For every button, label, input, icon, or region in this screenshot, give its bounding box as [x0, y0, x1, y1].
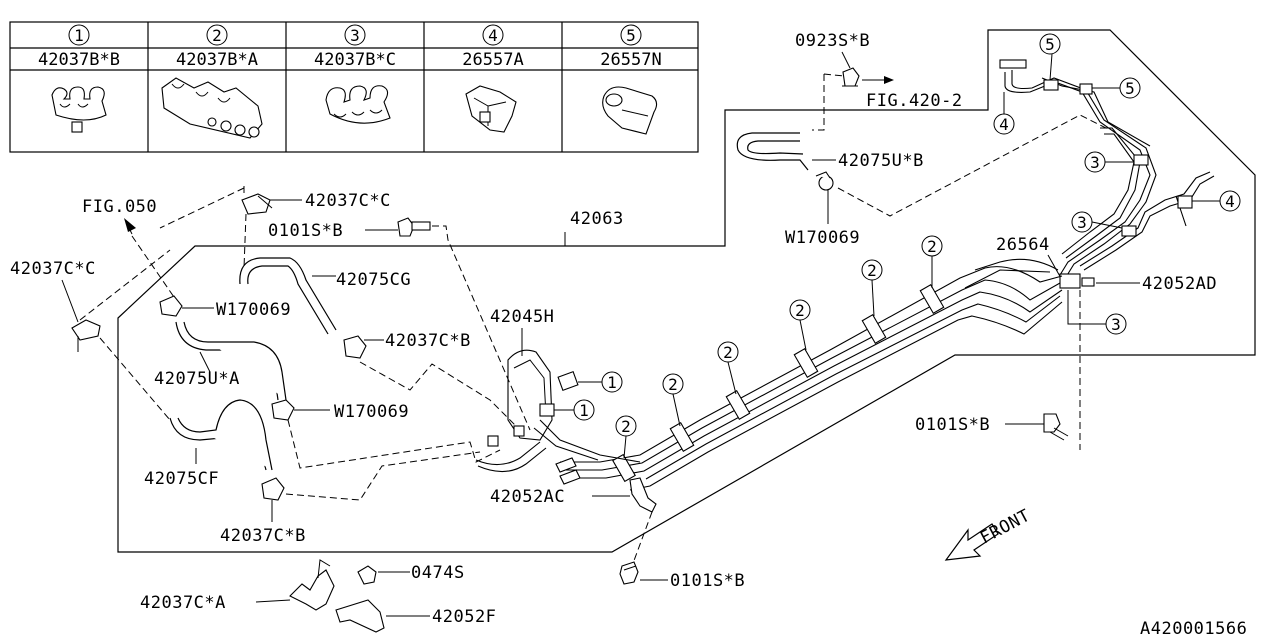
label-42037c-a: 42037C*A [140, 593, 226, 613]
label-w170069-top: W170069 [785, 228, 860, 248]
label-0101s-b-top: 0101S*B [268, 221, 343, 241]
bolt-0101s-b-bottom-icon [619, 561, 639, 585]
callout-2-e: 2 [668, 375, 678, 394]
clamp-42037c-c-top-icon [241, 193, 273, 215]
callout-2-d: 2 [723, 343, 733, 362]
pipe-ends-left-icon [475, 425, 547, 473]
clip-42037b-c-right-icon [1121, 154, 1149, 237]
legend-index-4: 4 [488, 26, 498, 45]
legend-part-2: 42037B*A [176, 50, 258, 70]
callout-3-b: 3 [1077, 213, 1087, 232]
callout-5-b: 5 [1125, 79, 1135, 98]
legend-index-2: 2 [212, 26, 222, 45]
front-arrow-icon [944, 523, 999, 561]
hose-42075cf [169, 399, 273, 471]
legend-col-2: 2 42037B*A [161, 24, 263, 139]
clip-42037b-b-icon [51, 86, 107, 133]
legend-col-4: 4 26557A [462, 24, 524, 133]
label-w170069-left: W170069 [216, 300, 291, 320]
clip-42037b-a-main-icons [612, 283, 945, 483]
legend-index-1: 1 [74, 26, 84, 45]
label-42045h: 42045H [490, 307, 554, 327]
callout-2-c: 2 [795, 301, 805, 320]
legend-col-3: 3 42037B*C [314, 24, 396, 124]
bolt-0101s-b-top-icon [397, 217, 431, 237]
legend-part-1: 42037B*B [38, 50, 120, 70]
callout-5-a: 5 [1045, 35, 1055, 54]
label-42075cf: 42075CF [144, 469, 219, 489]
label-42075cg: 42075CG [336, 270, 411, 290]
label-42063: 42063 [570, 209, 624, 229]
clamp-w170069-top-icon [815, 171, 834, 191]
callout-3-c: 3 [1111, 315, 1121, 334]
label-42037c-c-left: 42037C*C [10, 259, 96, 279]
label-0101s-b-bottom: 0101S*B [670, 571, 745, 591]
bolt-0474s-icon [357, 565, 377, 585]
callout-1-b: 1 [579, 401, 589, 420]
callout-4-b: 4 [1225, 192, 1235, 211]
bolt-0101s-b-right-icon [1043, 413, 1069, 441]
label-42037c-c-top: 42037C*C [305, 191, 391, 211]
clamp-42037c-c-left-icon [71, 319, 101, 352]
label-0101s-b-right: 0101S*B [915, 415, 990, 435]
pipe-bundle-main [560, 258, 1063, 491]
label-42052ad: 42052AD [1142, 274, 1217, 294]
front-direction-label: FRONT [977, 506, 1034, 549]
label-42052f: 42052F [432, 607, 496, 627]
clamp-w170069-mid-icon [271, 399, 295, 421]
label-42052ac: 42052AC [490, 487, 565, 507]
fitting-26557n-top-icon [999, 59, 1093, 95]
diagram-id: A420001566 [1140, 619, 1247, 639]
legend-col-1: 1 42037B*B [38, 24, 120, 133]
legend-col-5: 5 26557N [600, 24, 662, 135]
callout-4-a: 4 [999, 115, 1009, 134]
label-26564: 26564 [996, 235, 1050, 255]
legend-index-5: 5 [626, 26, 636, 45]
clip-42037b-c-icon [325, 85, 391, 124]
callout-1-a: 1 [607, 373, 617, 392]
filler-neck-42045h-icon [507, 349, 641, 463]
legend-part-3: 42037B*C [314, 50, 396, 70]
clamp-42037c-b-bottom-icon [261, 477, 285, 501]
junction-26564-icon [1059, 273, 1095, 289]
legend-index-3: 3 [350, 26, 360, 45]
figure-ref-050[interactable]: FIG.050 [82, 197, 157, 217]
clamp-42037c-b-mid-icon [343, 335, 367, 359]
label-42075u-b: 42075U*B [838, 151, 924, 171]
assembly-boundary [117, 29, 1256, 553]
callout-2-f: 2 [621, 417, 631, 436]
figure-ref-420-2[interactable]: FIG.420-2 [866, 91, 963, 111]
bracket-42037c-a-icon [289, 559, 385, 633]
clamp-w170069-left-icon [159, 295, 183, 317]
grommet-0923s-b-icon [842, 67, 860, 87]
label-42037c-b-bottom: 42037C*B [220, 526, 306, 546]
callout-2-a: 2 [927, 237, 937, 256]
hose-42075cg [239, 257, 337, 335]
label-w170069-mid: W170069 [334, 402, 409, 422]
clip-42037b-a-icon [161, 77, 263, 139]
legend-table: 1 42037B*B 2 42037B*A 3 4 [9, 21, 699, 153]
clip-26557a-icon [465, 85, 517, 133]
hose-42075u-b [736, 132, 809, 171]
legend-part-4: 26557A [462, 50, 523, 70]
fitting-26557a-right-icon [1177, 195, 1193, 209]
legend-part-5: 26557N [600, 50, 661, 70]
clip-26557n-icon [602, 86, 658, 135]
callout-2-b: 2 [867, 261, 877, 280]
label-0474s: 0474S [411, 563, 465, 583]
label-0923s-b: 0923S*B [795, 31, 870, 51]
hose-42075u-a [175, 321, 287, 401]
label-42037c-b-mid: 42037C*B [385, 331, 471, 351]
label-42075u-a: 42075U*A [154, 369, 240, 389]
bracket-42052ac-icon [555, 457, 657, 513]
callout-3-a: 3 [1090, 153, 1100, 172]
